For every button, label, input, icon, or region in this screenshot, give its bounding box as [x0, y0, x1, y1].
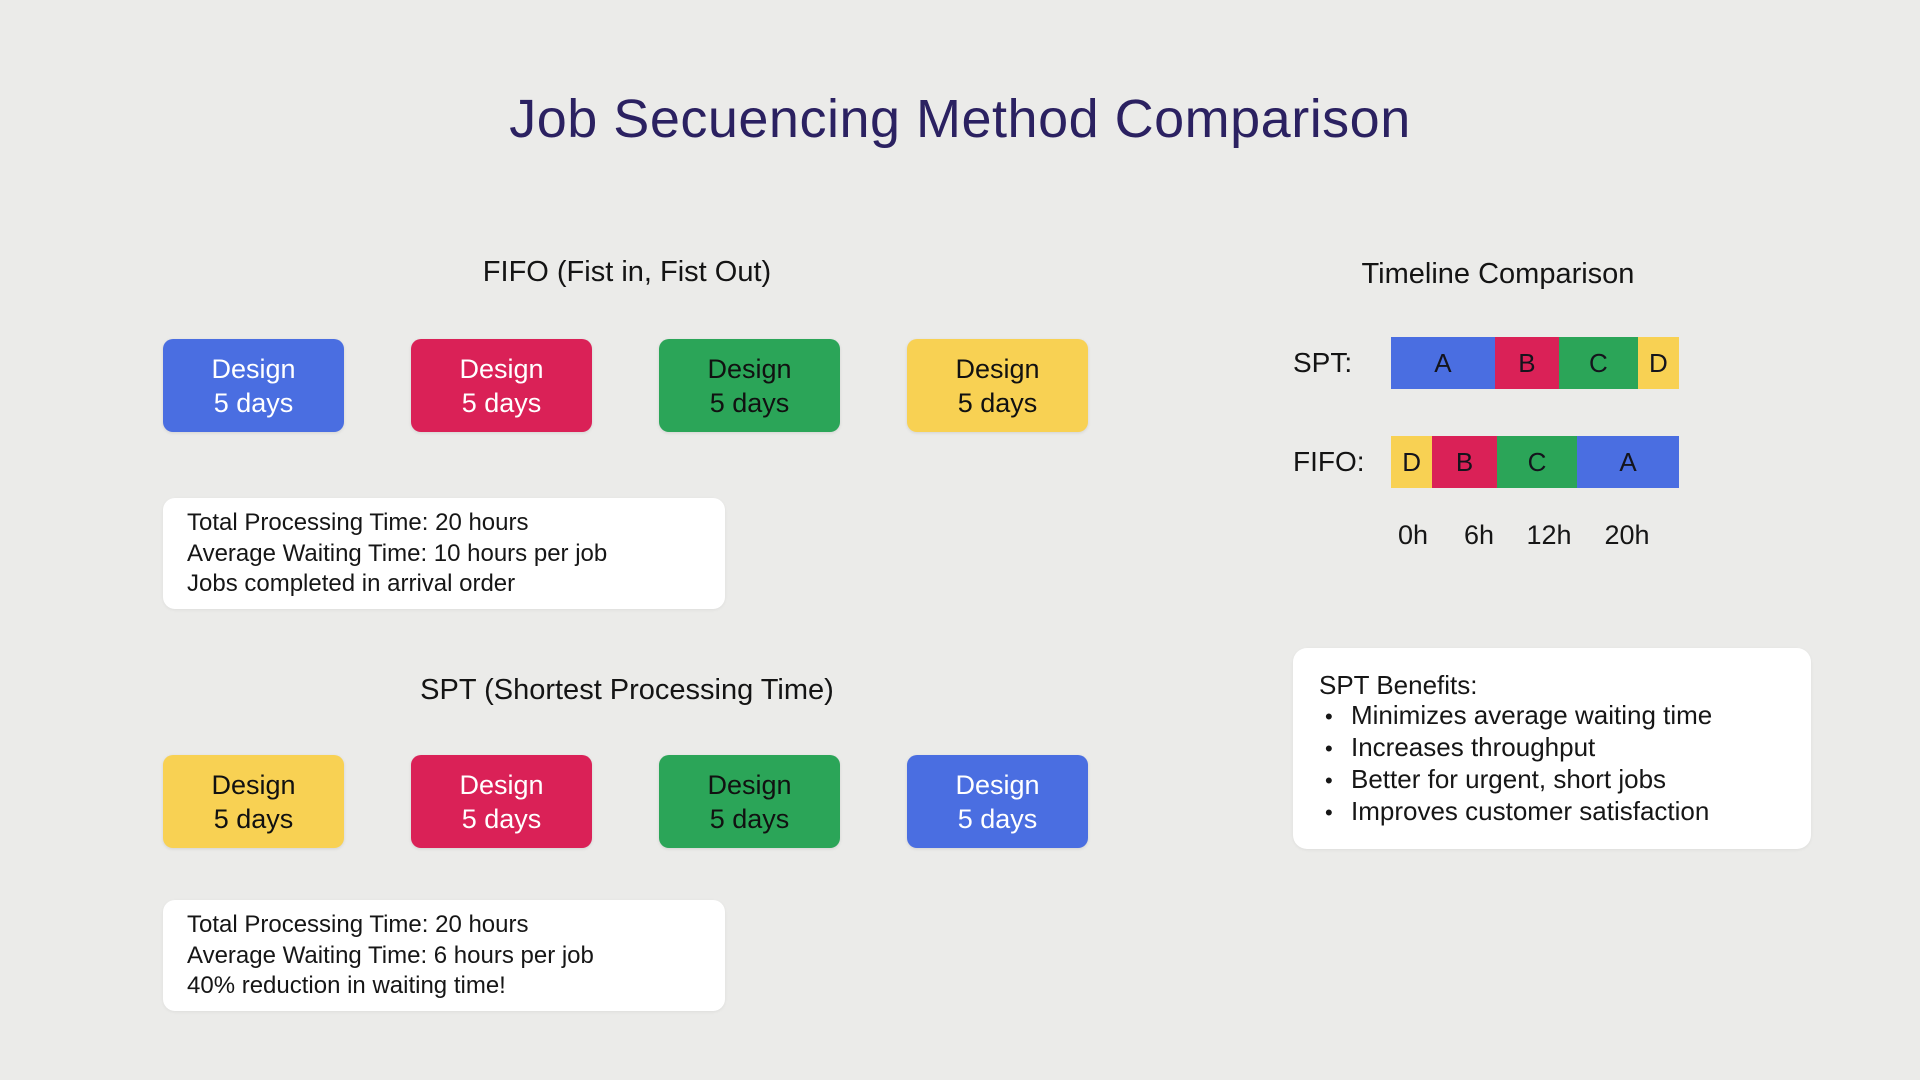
fifo-job-card-1: Design 5 days	[163, 339, 344, 432]
timeline-block-b: B	[1432, 436, 1497, 488]
spt-job-card-2: Design 5 days	[411, 755, 592, 848]
benefit-text: Better for urgent, short jobs	[1351, 764, 1667, 794]
job-name: Design	[459, 353, 544, 384]
fifo-job-card-4: Design 5 days	[907, 339, 1088, 432]
bullet-icon: •	[1325, 768, 1333, 793]
tick-label-6h: 6h	[1463, 520, 1495, 550]
job-duration: 5 days	[709, 387, 790, 418]
fifo-stats-box: Total Processing Time: 20 hours Average …	[163, 498, 725, 609]
job-name: Design	[707, 769, 792, 800]
timeline-block-c: C	[1496, 436, 1578, 488]
timeline-fifo-label: FIFO:	[1293, 446, 1365, 477]
spt-job-row: Design 5 days Design 5 days Design 5 day…	[163, 755, 1088, 848]
benefit-text: Improves customer satisfaction	[1351, 796, 1710, 826]
stats-line: Average Waiting Time: 6 hours per job	[187, 941, 594, 969]
stats-line: Total Processing Time: 20 hours	[187, 911, 529, 938]
benefit-text: Minimizes average waiting time	[1351, 700, 1713, 730]
benefit-item: • Increases throughput	[1319, 732, 1791, 764]
job-duration: 5 days	[957, 387, 1038, 418]
timeline-block-c: C	[1558, 337, 1638, 389]
job-duration: 5 days	[213, 387, 294, 418]
job-name: Design	[707, 353, 792, 384]
bullet-icon: •	[1325, 736, 1333, 761]
job-duration: 5 days	[213, 803, 294, 834]
stats-line: 40% reduction in waiting time!	[187, 972, 506, 999]
job-duration: 5 days	[957, 803, 1038, 834]
fifo-job-card-3: Design 5 days	[659, 339, 840, 432]
timeline-block-d: D	[1637, 337, 1679, 389]
timeline-fifo-bar: D B C A	[1391, 436, 1679, 488]
spt-job-card-1: Design 5 days	[163, 755, 344, 848]
benefit-item: • Improves customer satisfaction	[1319, 796, 1791, 828]
fifo-section-heading: FIFO (Fist in, Fist Out)	[482, 256, 772, 288]
job-name: Design	[955, 353, 1040, 384]
timeline-block-a: A	[1577, 436, 1679, 488]
fifo-job-row: Design 5 days Design 5 days Design 5 day…	[163, 339, 1088, 432]
timeline-block-a: A	[1391, 337, 1495, 389]
benefit-item: • Minimizes average waiting time	[1319, 700, 1791, 732]
job-duration: 5 days	[709, 803, 790, 834]
spt-section-heading: SPT (Shortest Processing Time)	[420, 674, 834, 706]
tick-label-0h: 0h	[1397, 520, 1429, 550]
page-title: Job Secuencing Method Comparison	[509, 89, 1411, 149]
tick-label-12h: 12h	[1526, 520, 1572, 550]
benefits-heading: SPT Benefits:	[1319, 670, 1478, 700]
job-name: Design	[955, 769, 1040, 800]
timeline-heading: Timeline Comparison	[1361, 258, 1635, 290]
tick-label-20h: 20h	[1604, 520, 1650, 550]
spt-job-card-4: Design 5 days	[907, 755, 1088, 848]
stats-line: Total Processing Time: 20 hours	[187, 509, 529, 536]
timeline-block-d: D	[1391, 436, 1433, 488]
job-name: Design	[459, 769, 544, 800]
spt-job-card-3: Design 5 days	[659, 755, 840, 848]
benefit-item: • Better for urgent, short jobs	[1319, 764, 1791, 796]
benefit-text: Increases throughput	[1351, 732, 1596, 762]
fifo-job-card-2: Design 5 days	[411, 339, 592, 432]
bullet-icon: •	[1325, 704, 1333, 729]
job-name: Design	[211, 769, 296, 800]
timeline-spt-bar: A B C D	[1391, 337, 1679, 389]
job-name: Design	[211, 353, 296, 384]
stats-line: Jobs completed in arrival order	[187, 570, 516, 597]
timeline-block-b: B	[1494, 337, 1559, 389]
job-duration: 5 days	[461, 387, 542, 418]
timeline-spt-label: SPT:	[1293, 347, 1353, 378]
timeline-axis: 0h 6h 12h 20h	[1391, 520, 1679, 556]
stats-line: Average Waiting Time: 10 hours per job	[187, 539, 608, 567]
spt-benefits-box: SPT Benefits: • Minimizes average waitin…	[1293, 648, 1811, 849]
spt-stats-box: Total Processing Time: 20 hours Average …	[163, 900, 725, 1011]
bullet-icon: •	[1325, 800, 1333, 825]
job-duration: 5 days	[461, 803, 542, 834]
